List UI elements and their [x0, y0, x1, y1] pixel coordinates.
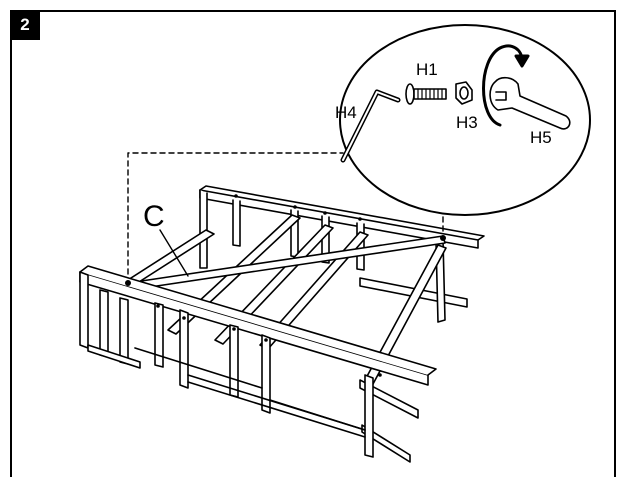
front-posts: [154, 302, 374, 458]
part-label-h3: H3: [456, 113, 478, 132]
wrench-h5: [489, 76, 571, 130]
part-label-h5: H5: [530, 128, 552, 147]
left-end-frame: [79, 271, 141, 369]
part-label-h4: H4: [335, 103, 357, 122]
allen-key-h4: [340, 89, 401, 163]
rotation-arrow: [482, 44, 530, 127]
nut-h3: [455, 81, 473, 105]
step-number-badge: 2: [10, 10, 40, 40]
step-number: 2: [20, 15, 30, 34]
part-label-h1: H1: [416, 60, 438, 79]
detail-bubble: [339, 24, 591, 216]
bolt-h1: [405, 83, 447, 105]
step-frame: [10, 10, 616, 477]
bottom-rails: [134, 347, 366, 438]
bolt-markers: [125, 194, 446, 377]
callout-label-c: C: [143, 200, 165, 233]
cross-brace: [127, 235, 446, 291]
callout-c-pointer: [159, 229, 189, 277]
